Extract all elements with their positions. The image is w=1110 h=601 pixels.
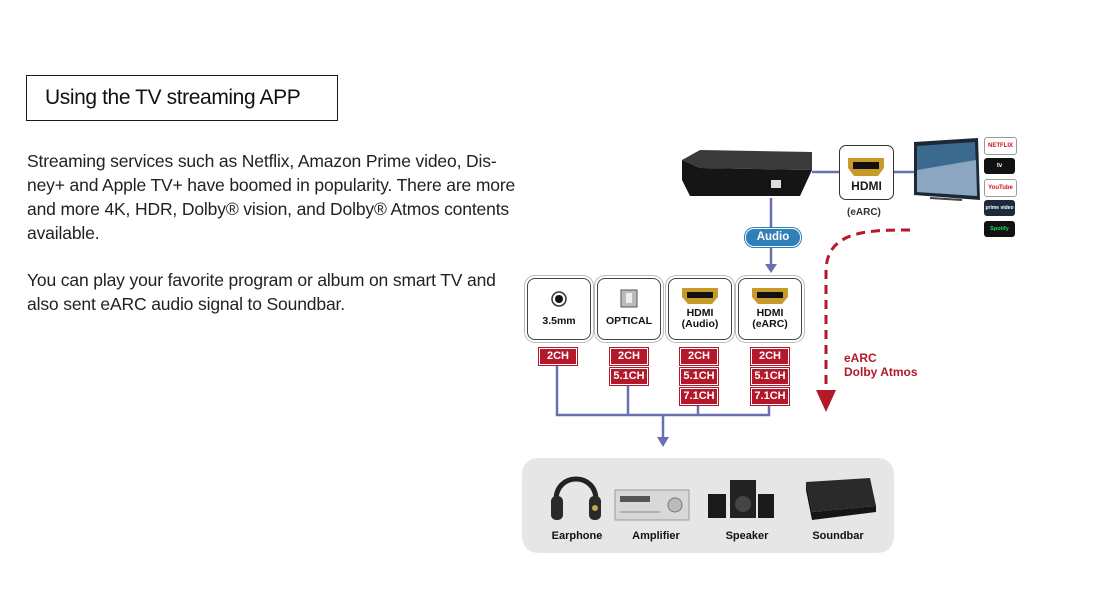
port-label-line1: HDMI <box>686 307 714 319</box>
apple-tv-logo: tv <box>984 158 1015 174</box>
intro-paragraph: Streaming services such as Netflix, Amaz… <box>27 151 516 243</box>
channel-badge: 2CH <box>751 348 789 365</box>
channel-badge: 2CH <box>680 348 718 365</box>
channel-badge: 7.1CH <box>751 388 789 405</box>
output-port-hdmi-audio: HDMI (Audio) <box>668 278 732 340</box>
device-label-soundbar: Soundbar <box>812 530 864 542</box>
output-port-optical: OPTICAL <box>597 278 661 340</box>
earc-arrow-icon <box>816 390 836 412</box>
channel-badge: 7.1CH <box>680 388 718 405</box>
down-arrow-icon <box>657 437 669 447</box>
youtube-logo: YouTube <box>984 179 1017 197</box>
amplifier-icon <box>614 489 690 521</box>
channel-badge: 5.1CH <box>751 368 789 385</box>
earc-label: eARC <box>844 351 877 365</box>
channel-badge: 5.1CH <box>610 368 648 385</box>
audio-jack-icon <box>551 291 567 307</box>
port-label: OPTICAL <box>605 315 653 327</box>
port-label: 3.5mm <box>542 315 576 327</box>
smart-tv-icon <box>914 138 980 201</box>
prime-video-logo: prime video <box>984 200 1015 216</box>
optical-port-icon <box>620 289 638 308</box>
hdmi-icon <box>752 288 788 304</box>
earc-dashed-path <box>824 228 911 392</box>
earc-annotation: eARC Dolby Atmos <box>844 351 918 379</box>
dolby-atmos-label: Dolby Atmos <box>844 365 918 379</box>
channel-badge: 5.1CH <box>680 368 718 385</box>
hdmi-label: HDMI <box>851 179 882 193</box>
channel-badge: 2CH <box>610 348 648 365</box>
port-label: HDMI (Audio) <box>669 308 731 330</box>
device-label-earphone: Earphone <box>551 530 603 542</box>
hdmi-sub-label: (eARC) <box>847 207 881 218</box>
earphone-icon <box>551 476 601 520</box>
connection-lines <box>555 363 771 438</box>
hdmi-icon <box>848 158 884 176</box>
earc-paragraph: You can play your favorite program or al… <box>27 270 496 314</box>
device-label-speaker: Speaker <box>725 530 769 542</box>
channel-badge: 2CH <box>539 348 577 365</box>
audio-extractor-icon <box>682 150 812 196</box>
speaker-icon <box>708 480 774 518</box>
audio-arrow-icon <box>765 264 777 273</box>
output-port-3-5mm: 3.5mm <box>527 278 591 340</box>
port-label-line2: (Audio) <box>681 318 719 330</box>
spotify-logo: Spotify <box>984 221 1015 237</box>
port-label-line2: (eARC) <box>752 318 788 330</box>
netflix-logo: NETFLIX <box>984 137 1017 155</box>
page-title: Using the TV streaming APP <box>45 86 301 109</box>
output-port-hdmi-earc: HDMI (eARC) <box>738 278 802 340</box>
title-box: Using the TV streaming APP <box>26 75 338 121</box>
audio-label: Audio <box>745 228 801 247</box>
device-label-amplifier: Amplifier <box>632 530 680 542</box>
port-label: HDMI (eARC) <box>739 308 801 330</box>
soundbar-icon <box>806 478 876 520</box>
hdmi-earc-port: HDMI <box>839 145 894 200</box>
hdmi-icon <box>682 288 718 304</box>
port-label-line1: HDMI <box>756 307 784 319</box>
